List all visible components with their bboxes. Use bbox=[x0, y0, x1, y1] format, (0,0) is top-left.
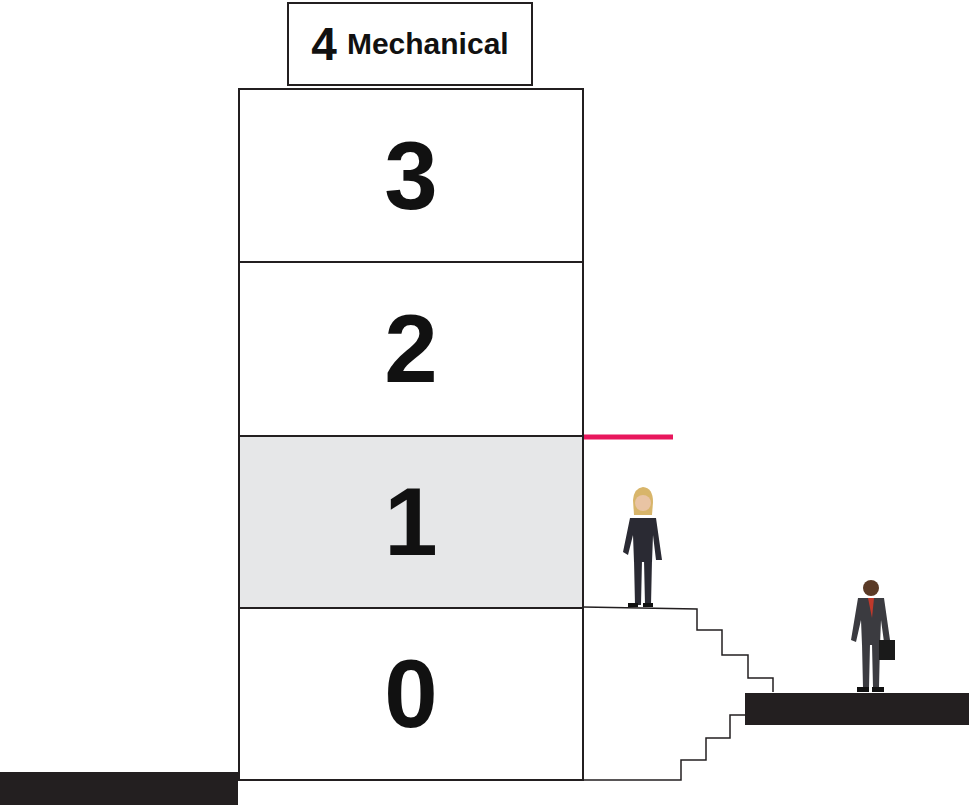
floor-number: 1 bbox=[384, 474, 437, 570]
floor-number: 0 bbox=[384, 646, 437, 742]
person-figure bbox=[623, 487, 662, 607]
stair-outline bbox=[583, 607, 773, 692]
floor-box: 1 bbox=[238, 435, 584, 609]
floor-box: 2 bbox=[238, 261, 584, 437]
floor-number: 3 bbox=[384, 128, 437, 224]
person-figure bbox=[851, 580, 895, 692]
level-marker bbox=[580, 435, 673, 440]
floor-label: Mechanical bbox=[347, 29, 509, 59]
ground-right bbox=[745, 693, 969, 725]
floor-number: 2 bbox=[384, 301, 437, 397]
floor-box: 0 bbox=[238, 607, 584, 781]
stair-outline bbox=[583, 715, 746, 780]
floor-number: 4 bbox=[311, 21, 337, 67]
floor-box: 3 bbox=[238, 88, 584, 263]
ground-left bbox=[0, 772, 238, 805]
mechanical-floor-box: 4 Mechanical bbox=[287, 2, 533, 86]
